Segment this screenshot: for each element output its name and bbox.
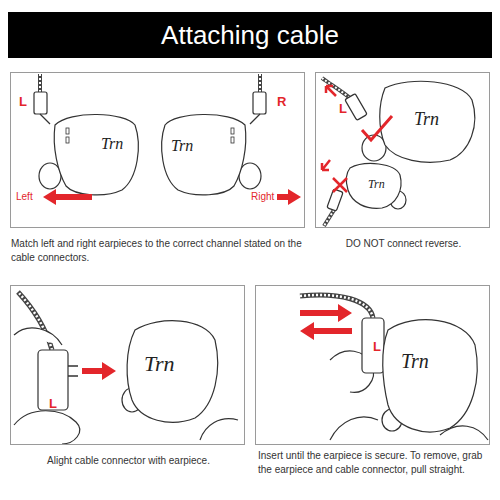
header-title: Attaching cable	[8, 12, 492, 58]
step-caption: Match left and right earpieces to the co…	[11, 237, 306, 264]
brand-logo: Trn	[401, 349, 429, 373]
header-bar	[8, 12, 492, 58]
correct-connection	[322, 78, 475, 162]
channel-letter: L	[19, 94, 27, 110]
right-earpiece	[162, 74, 266, 195]
brand-logo: Trn	[414, 109, 439, 131]
step-caption: Insert until the earpiece is secure. To …	[258, 449, 491, 476]
illustration-panel: LTrnInsert until the earpiece is secure.…	[255, 285, 490, 445]
illustration-panel: LTrnTrnDO NOT connect reverse.	[315, 72, 490, 228]
illustration-panel: LRTrnTrnLeftRightMatch left and right ea…	[10, 72, 305, 228]
right-arrow	[277, 189, 301, 205]
align-connector	[14, 292, 238, 444]
channel-letter: L	[49, 396, 57, 412]
brand-logo: Trn	[144, 351, 175, 377]
direction-label: Right	[251, 191, 274, 203]
illustration-panel: LTrnAlight cable connector with earpiece…	[10, 285, 245, 445]
channel-letter: R	[277, 94, 286, 110]
insert-connector	[300, 295, 488, 440]
channel-letter: L	[373, 339, 381, 355]
channel-letter: L	[339, 101, 347, 117]
brand-logo: Trn	[171, 136, 193, 155]
left-arrow	[43, 189, 92, 205]
step-caption: DO NOT connect reverse.	[316, 237, 491, 251]
step-caption: Alight cable connector with earpiece.	[11, 454, 246, 468]
reverse-connection	[322, 160, 406, 226]
brand-logo: Trn	[368, 177, 385, 191]
brand-logo: Trn	[101, 134, 123, 153]
left-earpiece	[34, 74, 138, 195]
direction-label: Left	[16, 191, 33, 203]
